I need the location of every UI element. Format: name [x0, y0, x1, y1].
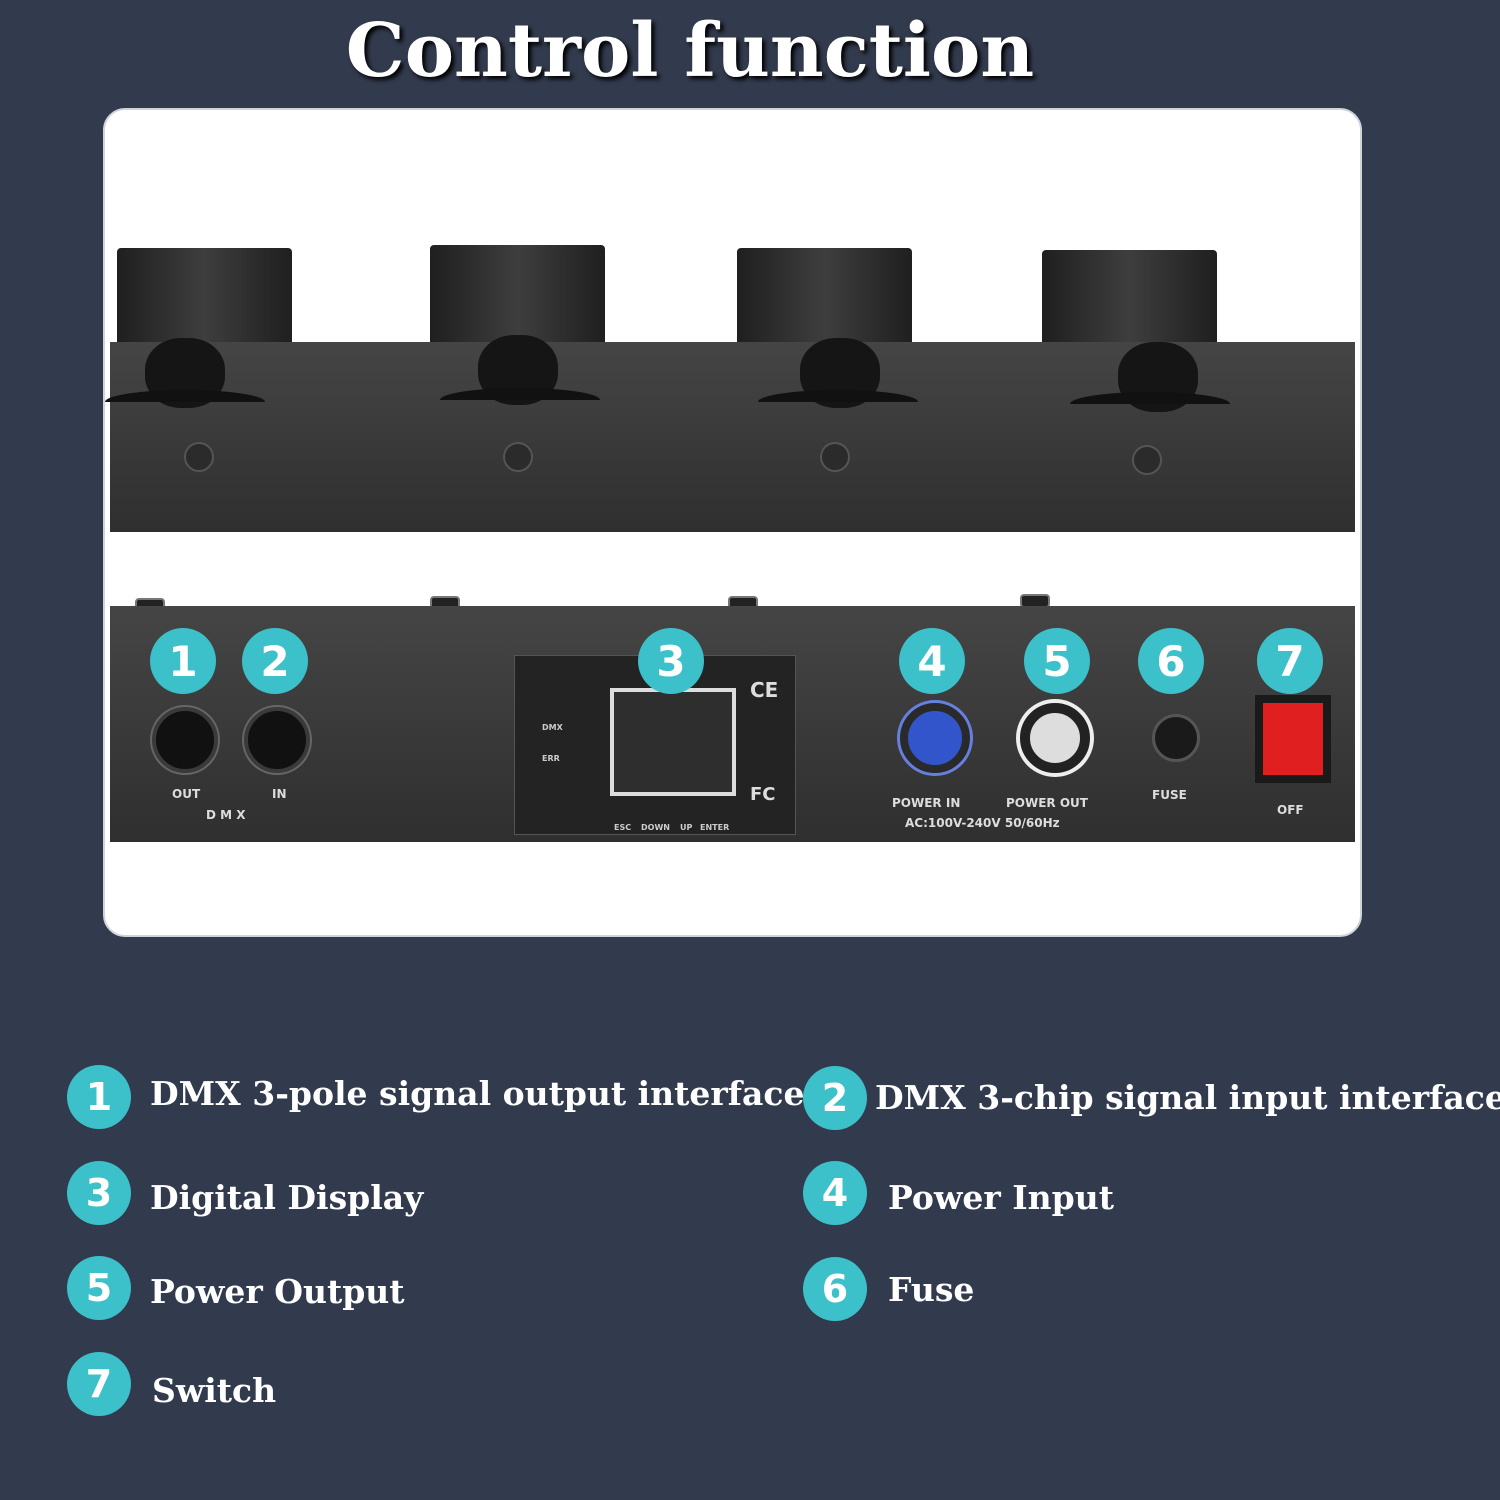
- legend-number-4: 4: [803, 1161, 867, 1225]
- legend-number-5: 5: [67, 1256, 131, 1320]
- lcd-screen: [610, 688, 736, 796]
- marker-2: 2: [242, 628, 308, 694]
- button-esc[interactable]: ESC: [614, 823, 632, 832]
- led-dmx-label: DMX: [542, 723, 563, 732]
- voltage-label: AC:100V-240V 50/60Hz: [905, 816, 1060, 830]
- bracket-icon: [1070, 392, 1230, 416]
- dmx-in-connector: [244, 707, 310, 773]
- marker-7: 7: [1257, 628, 1323, 694]
- legend-number-1: 1: [67, 1065, 131, 1129]
- cylinder-unit-4: [1042, 250, 1217, 350]
- led-err-label: ERR: [542, 754, 560, 763]
- bolt-icon: [184, 442, 214, 472]
- legend-number-7: 7: [67, 1352, 131, 1416]
- page-title: Control function: [345, 8, 1035, 94]
- legend-number-3: 3: [67, 1161, 131, 1225]
- bolt-icon: [820, 442, 850, 472]
- power-in-label: POWER IN: [892, 796, 961, 810]
- legend-text-5: Power Output: [150, 1272, 405, 1311]
- switch-off-label: OFF: [1277, 803, 1304, 817]
- legend-text-7: Switch: [152, 1371, 277, 1410]
- fc-mark: FC: [750, 784, 776, 805]
- cylinder-unit-1: [117, 248, 292, 348]
- legend-text-3: Digital Display: [150, 1178, 424, 1217]
- marker-3: 3: [638, 628, 704, 694]
- marker-6: 6: [1138, 628, 1204, 694]
- cylinder-unit-3: [737, 248, 912, 348]
- dmx-label: D M X: [206, 808, 246, 822]
- bolt-icon: [503, 442, 533, 472]
- marker-5: 5: [1024, 628, 1090, 694]
- fuse-holder: [1152, 714, 1200, 762]
- power-in-connector: [900, 703, 970, 773]
- legend-text-6: Fuse: [888, 1270, 975, 1309]
- power-out-label: POWER OUT: [1006, 796, 1088, 810]
- dmx-in-label: IN: [272, 787, 287, 801]
- fuse-label: FUSE: [1152, 788, 1187, 802]
- bracket-icon: [105, 390, 265, 414]
- bolt-icon: [1132, 445, 1162, 475]
- legend-text-2: DMX 3-chip signal input interface: [875, 1078, 1500, 1117]
- button-down[interactable]: DOWN: [641, 823, 670, 832]
- legend-number-2: 2: [803, 1066, 867, 1130]
- power-out-connector: [1020, 703, 1090, 773]
- legend-text-1: DMX 3-pole signal output interface: [150, 1074, 805, 1113]
- ce-mark: CE: [750, 678, 779, 702]
- marker-1: 1: [150, 628, 216, 694]
- button-up[interactable]: UP: [680, 823, 693, 832]
- bracket-icon: [758, 390, 918, 414]
- legend-number-6: 6: [803, 1257, 867, 1321]
- bracket-icon: [440, 388, 600, 412]
- dmx-out-label: OUT: [172, 787, 201, 801]
- legend-text-4: Power Input: [888, 1178, 1114, 1217]
- power-switch[interactable]: [1255, 695, 1331, 783]
- marker-4: 4: [899, 628, 965, 694]
- cylinder-unit-2: [430, 245, 605, 345]
- button-enter[interactable]: ENTER: [700, 823, 730, 832]
- dmx-out-connector: [152, 707, 218, 773]
